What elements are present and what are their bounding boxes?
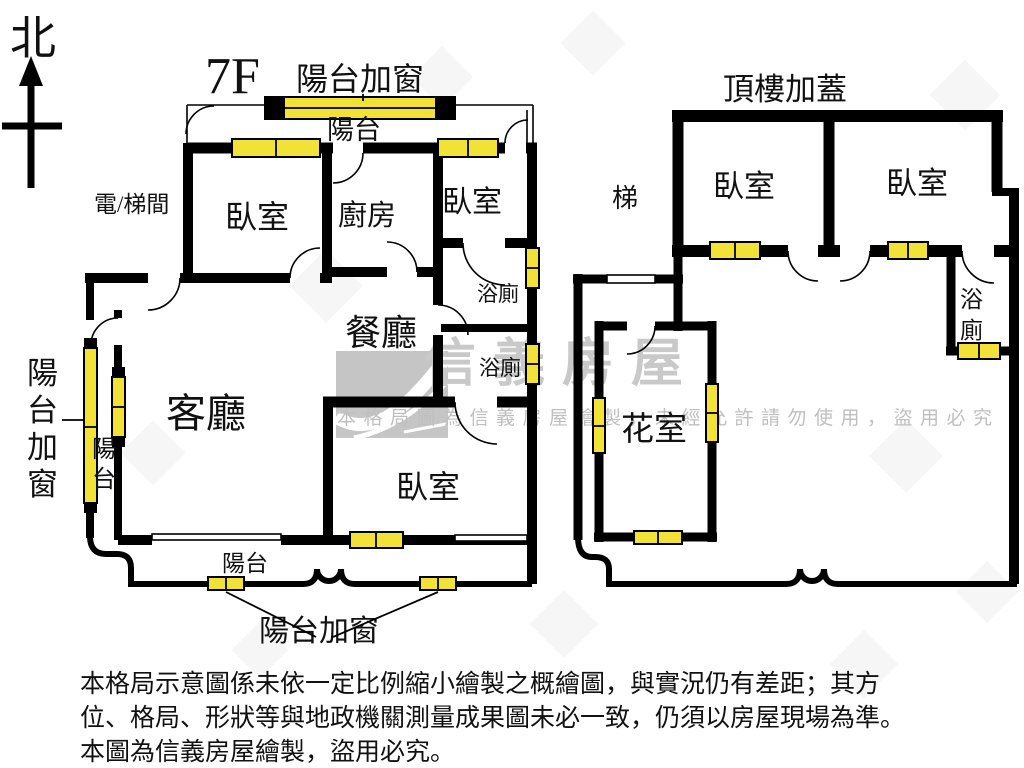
vert-char: 台 — [92, 466, 116, 493]
label-elevator-hall: 電/梯間 — [94, 192, 169, 217]
room-label-flower-room: 花室 — [621, 411, 687, 448]
room-label-bedroom3: 臥室 — [396, 469, 460, 505]
vert-char: 加 — [27, 430, 58, 465]
leader-bottom-windows — [225, 591, 439, 638]
room-label-dining: 餐廳 — [345, 313, 417, 353]
right-plan-windows — [592, 241, 1001, 545]
vert-char: 陽 — [27, 356, 58, 391]
label-left-balcony-window-vertical: 陽 台 加 窗 — [27, 356, 58, 502]
label-stairs: 梯 — [612, 184, 638, 213]
vert-char: 台 — [27, 393, 58, 428]
left-plan-windows — [83, 96, 540, 591]
right-plan-doors — [626, 250, 995, 355]
compass: 北 — [2, 13, 62, 188]
vert-char: 廁 — [960, 318, 983, 343]
label-left-balcony-vertical: 陽 台 — [92, 437, 116, 493]
disclaimer-line3: 本圖為信義房屋繪製，盜用必究。 — [80, 738, 455, 766]
right-plan: 頂樓加蓋 梯 臥室 臥室 浴 廁 花室 — [573, 72, 1019, 587]
room-label-roof-bedroom1: 臥室 — [713, 169, 775, 204]
floor-label: 7F — [205, 48, 260, 105]
left-plan: 臥室 廚房 臥室 浴廁 浴廁 餐廳 客廳 臥室 電/梯間 陽台 陽台 陽 台 加… — [27, 48, 540, 648]
vert-char: 浴 — [960, 287, 983, 312]
label-top-balcony: 陽台 — [327, 115, 381, 145]
room-label-roof-bedroom2: 臥室 — [886, 166, 948, 201]
watermark: 信義房屋 本格局圖為信義房屋繪製，未經允許請勿使用，盜用必究 — [332, 335, 1000, 441]
room-label-bedroom1: 臥室 — [225, 199, 289, 235]
disclaimer: 本格局示意圖係未依一定比例縮小繪製之概繪圖，與實況仍有差距；其方 位、格局、形狀… — [80, 670, 905, 766]
disclaimer-line2: 位、格局、形狀等與地政機關測量成果圖未必一致，仍須以房屋現場為準。 — [80, 704, 905, 732]
label-top-balcony-window: 陽台加窗 — [296, 61, 424, 97]
left-plan-doors — [90, 119, 529, 445]
label-bottom-balcony: 陽台 — [222, 551, 268, 576]
room-label-living: 客廳 — [166, 391, 246, 436]
compass-north-label: 北 — [10, 13, 56, 64]
right-plan-title: 頂樓加蓋 — [723, 72, 847, 107]
watermark-notice: 本格局圖為信義房屋繪製，未經允許請勿使用，盜用必究 — [337, 407, 1000, 429]
room-label-kitchen: 廚房 — [338, 199, 396, 232]
label-bottom-balcony-window: 陽台加窗 — [259, 615, 379, 648]
room-label-bath2: 浴廁 — [479, 356, 521, 380]
vert-char: 窗 — [27, 467, 58, 502]
room-label-roof-bath-vertical: 浴 廁 — [960, 287, 983, 343]
disclaimer-line1: 本格局示意圖係未依一定比例縮小繪製之概繪圖，與實況仍有差距；其方 — [80, 670, 880, 698]
room-label-bath1: 浴廁 — [477, 282, 519, 306]
compass-arrow-head — [19, 56, 43, 86]
room-label-bedroom2: 臥室 — [442, 186, 502, 219]
watermark-brand: 信義房屋 — [424, 335, 700, 393]
vert-char: 陽 — [92, 437, 116, 463]
